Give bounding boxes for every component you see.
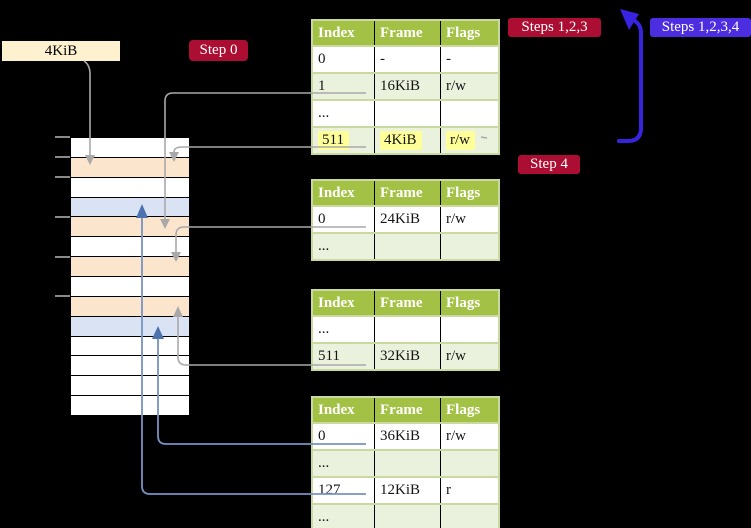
table-cell: 1 <box>312 73 375 100</box>
column-header-frame: Frame <box>374 397 441 423</box>
table-cell: r/w <box>440 73 499 100</box>
address-tick <box>55 216 70 218</box>
table-cell: ... <box>312 504 375 528</box>
address-tick <box>55 156 70 158</box>
memory-frame-row <box>71 217 189 238</box>
table-cell <box>440 233 499 260</box>
table-cell: 0 <box>312 46 375 73</box>
table-cell: 127 <box>312 477 375 504</box>
column-header-flags: Flags <box>440 290 499 316</box>
table-cell: 32KiB <box>374 343 441 370</box>
table-cell: r <box>440 477 499 504</box>
table-cell <box>440 316 499 343</box>
table-cell: r/w <box>440 343 499 370</box>
recursion-arrow <box>617 9 643 143</box>
memory-frame-row <box>71 197 189 218</box>
table-cell <box>374 450 441 477</box>
table-cell <box>374 100 441 127</box>
table-cell: 12KiB <box>374 477 441 504</box>
table-cell: 24KiB <box>374 206 441 233</box>
column-header-flags: Flags <box>440 397 499 423</box>
memory-frame-row <box>71 157 189 178</box>
table-cell: - <box>440 46 499 73</box>
column-header-index: Index <box>312 290 375 316</box>
column-header-frame: Frame <box>374 180 441 206</box>
memory-frame-row <box>71 376 189 397</box>
table-cell: ... <box>312 450 375 477</box>
table-cell <box>440 504 499 528</box>
address-tick <box>55 136 70 138</box>
column-header-index: Index <box>312 397 375 423</box>
arrowhead-upleft-icon <box>620 9 639 30</box>
memory-frame-row <box>71 257 189 278</box>
table-row: 0-- <box>312 46 499 73</box>
steps-1234-badge: Steps 1,2,3,4 <box>650 18 751 37</box>
table-row: ... <box>312 100 499 127</box>
table-cell: ... <box>312 233 375 260</box>
table-row: ... <box>312 316 499 343</box>
step-4-badge: Step 4 <box>518 155 580 174</box>
memory-frame-row <box>71 138 189 158</box>
table-row: ... <box>312 233 499 260</box>
memory-frame-row <box>71 277 189 297</box>
highlighted-value: r/w <box>446 131 475 150</box>
memory-frame-row <box>71 356 189 377</box>
address-tick <box>55 295 70 297</box>
table-row: ... <box>312 450 499 477</box>
table-cell: r/w <box>440 423 499 450</box>
memory-frame-row <box>71 336 189 357</box>
memory-frame-row <box>71 296 189 317</box>
memory-frame-row <box>71 396 189 416</box>
memory-frame-row <box>71 237 189 258</box>
highlighted-value: 4KiB <box>380 131 422 150</box>
table-cell: 511 <box>312 343 375 370</box>
table-cell: ... <box>312 100 375 127</box>
address-tick <box>55 256 70 258</box>
steps-123-badge: Steps 1,2,3 <box>508 18 601 37</box>
highlighted-value: 511 <box>318 131 349 150</box>
column-header-flags: Flags <box>440 180 499 206</box>
table-cell: r/w <box>440 127 499 154</box>
memory-frame-row <box>71 177 189 198</box>
memory-frame-row <box>71 316 189 337</box>
table-cell: r/w <box>440 206 499 233</box>
table-cell <box>440 450 499 477</box>
physical-memory-column <box>70 137 190 416</box>
table-cell: 0 <box>312 423 375 450</box>
column-header-index: Index <box>312 180 375 206</box>
table-cell: 511 <box>312 127 375 154</box>
address-tick <box>55 176 70 178</box>
table-cell: ... <box>312 316 375 343</box>
table-cell: - <box>374 46 441 73</box>
table-cell: 16KiB <box>374 73 441 100</box>
column-header-frame: Frame <box>374 290 441 316</box>
table-cell <box>374 233 441 260</box>
column-header-flags: Flags <box>440 20 499 46</box>
table-row: ... <box>312 504 499 528</box>
column-header-index: Index <box>312 20 375 46</box>
table-cell <box>440 100 499 127</box>
frame-address-label: 4KiB <box>2 41 120 61</box>
table-cell: 0 <box>312 206 375 233</box>
table-cell <box>374 504 441 528</box>
table-cell: 36KiB <box>374 423 441 450</box>
table-cell <box>374 316 441 343</box>
table-row: 511 4KiB r/w <box>312 127 499 154</box>
table-cell: 4KiB <box>374 127 441 154</box>
step-0-badge: Step 0 <box>189 40 248 61</box>
column-header-frame: Frame <box>374 20 441 46</box>
